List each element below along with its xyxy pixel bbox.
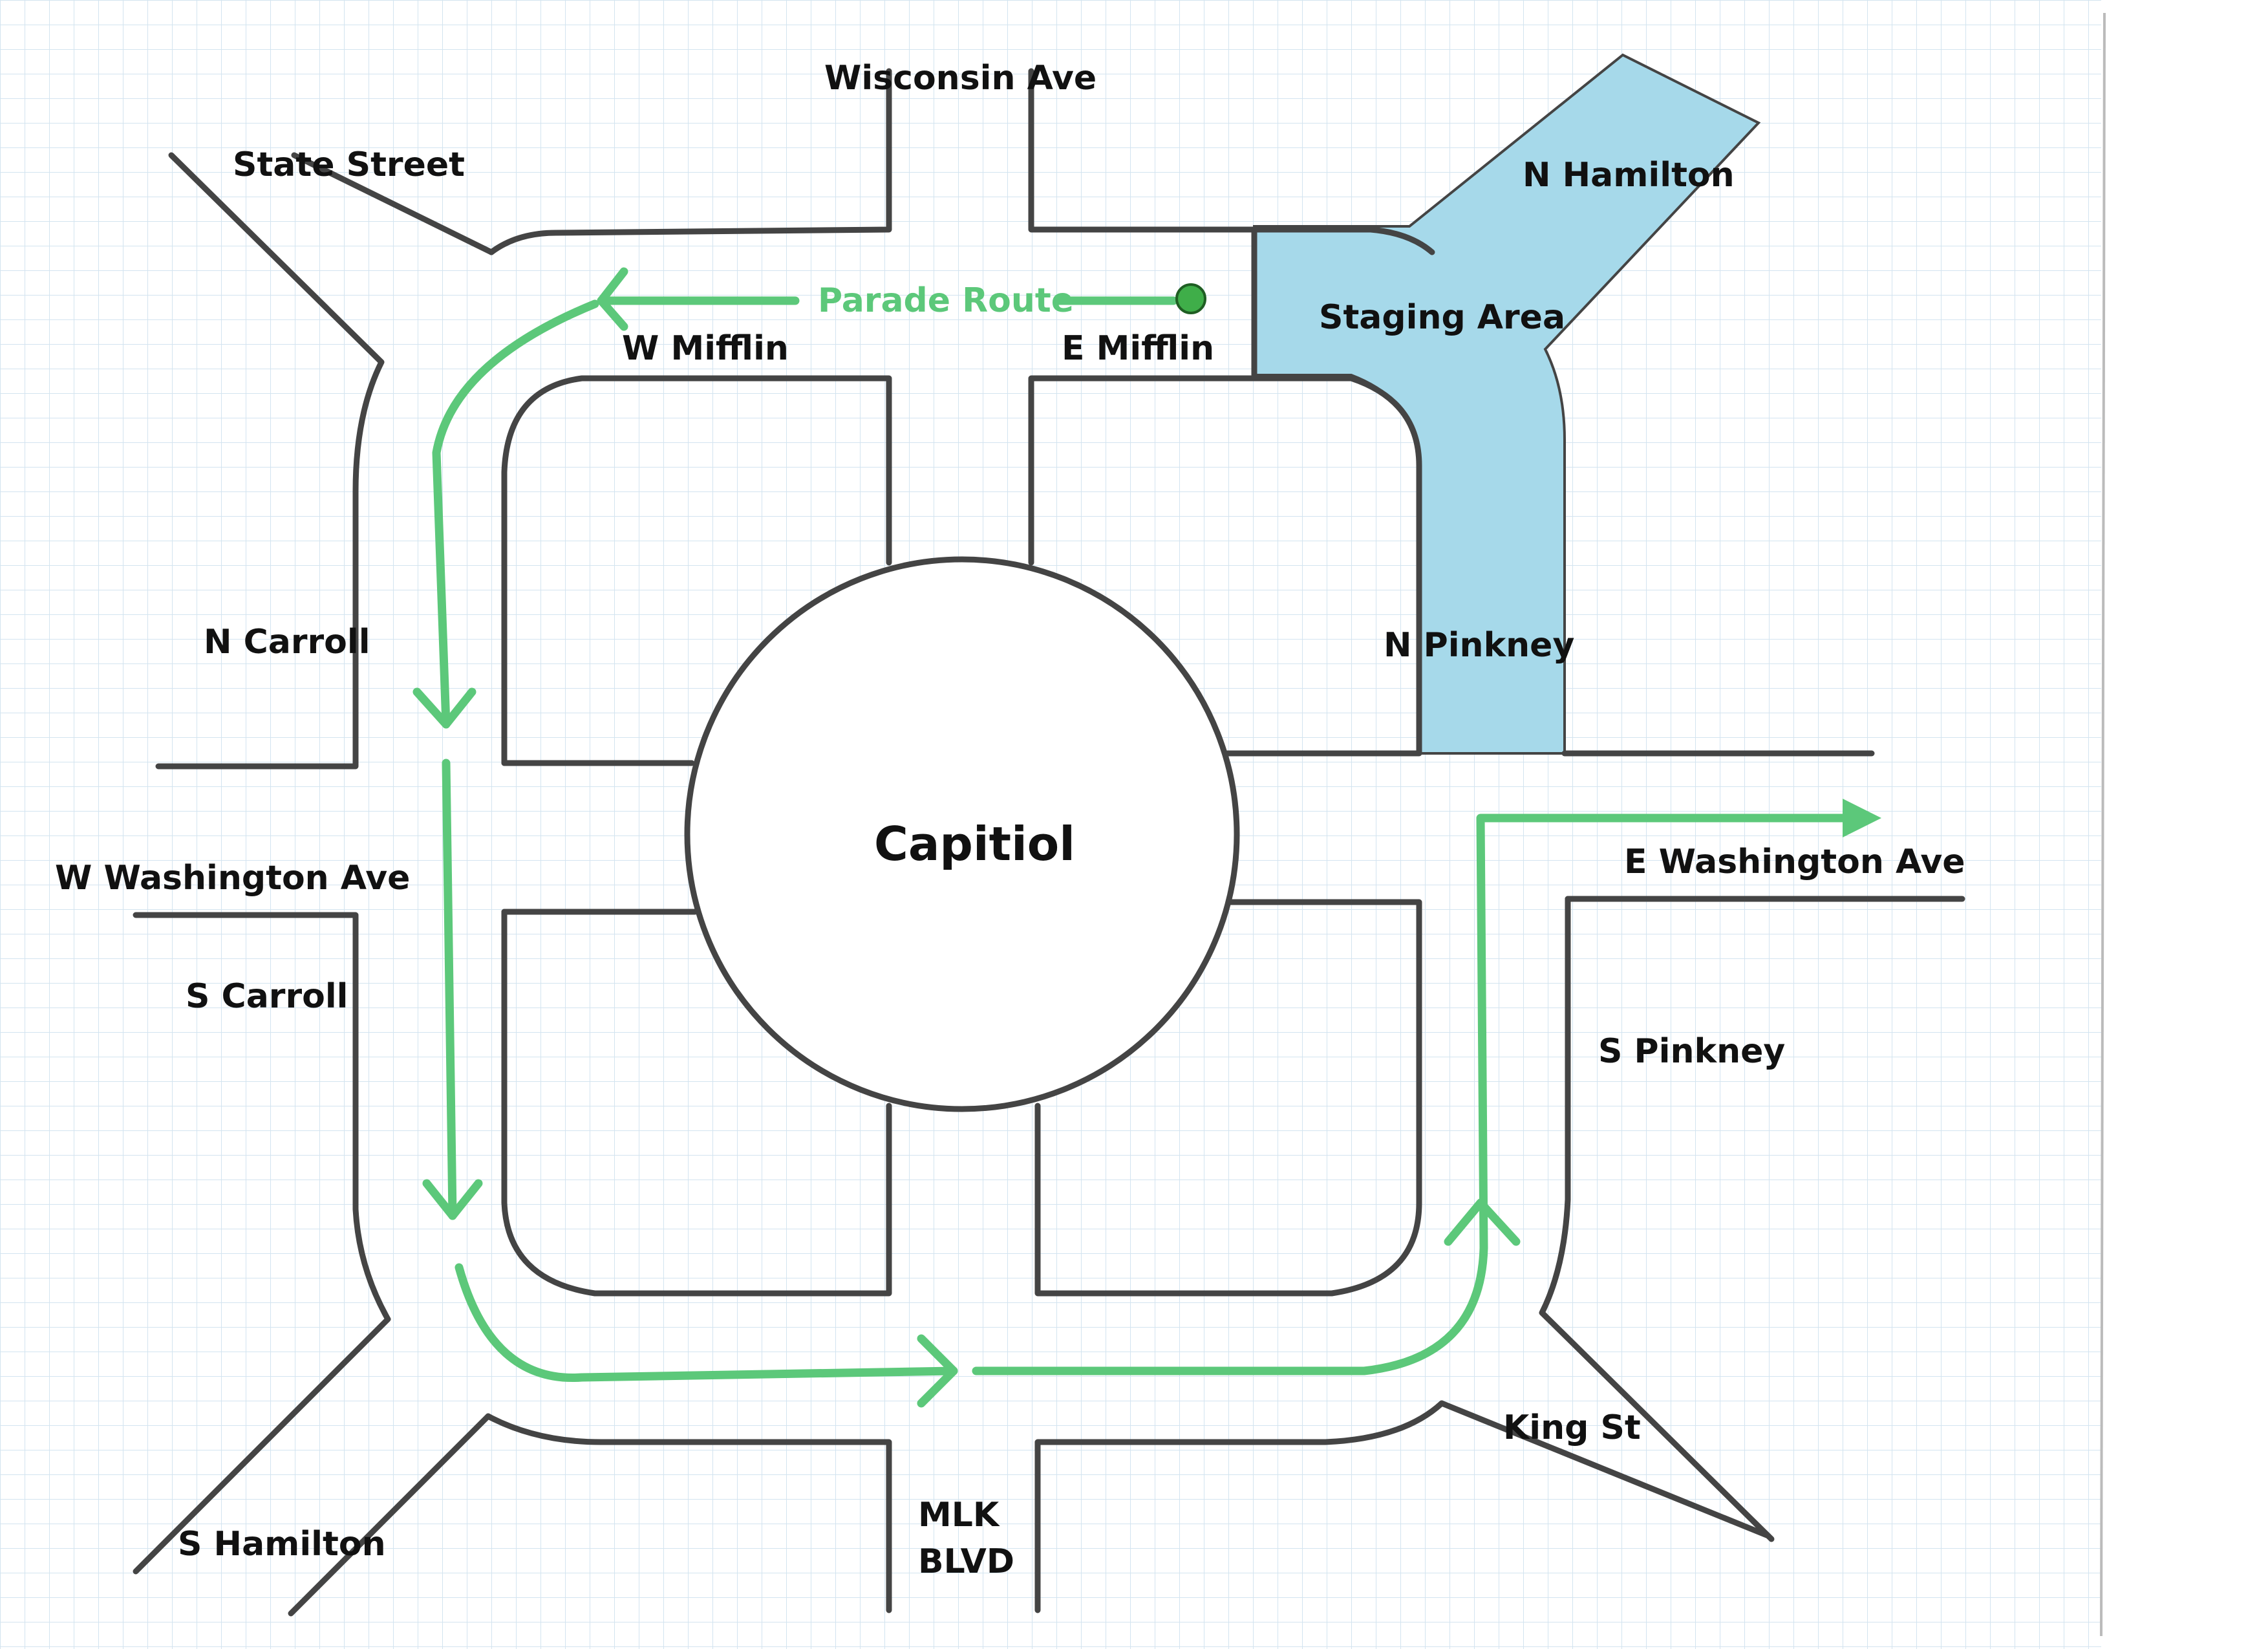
label-w-mifflin: W Mifflin: [622, 329, 789, 368]
label-e-washington-ave: E Washington Ave: [1624, 843, 1965, 881]
label-blvd: BLVD: [918, 1542, 1014, 1581]
label-s-carroll: S Carroll: [186, 977, 348, 1016]
label-mlk: MLK: [918, 1496, 1000, 1535]
label-parade-route: Parade Route: [818, 281, 1074, 320]
label-state-street: State Street: [233, 146, 465, 184]
parade-route-path: [412, 267, 1881, 1408]
route-arrow-north: [1444, 1198, 1521, 1246]
start-marker-dot: [1175, 283, 1206, 314]
label-king-st: King St: [1503, 1408, 1641, 1447]
label-e-mifflin: E Mifflin: [1062, 329, 1214, 368]
label-w-washington-ave: W Washington Ave: [55, 859, 410, 898]
label-n-hamilton: N Hamilton: [1523, 156, 1735, 195]
road-network: [133, 68, 1965, 1617]
label-s-hamilton: S Hamilton: [178, 1525, 386, 1564]
label-n-pinkney: N Pinkney: [1384, 626, 1574, 665]
route-arrow-west: [597, 267, 628, 331]
paper-right-edge: [2100, 12, 2106, 1637]
label-capitol: Capitiol: [874, 817, 1075, 871]
label-wisconsin-ave: Wisconsin Ave: [824, 59, 1097, 98]
label-staging-area: Staging Area: [1319, 298, 1565, 337]
label-n-carroll: N Carroll: [204, 623, 370, 662]
paper-edge: [2101, 0, 2268, 1649]
label-s-pinkney: S Pinkney: [1598, 1032, 1785, 1071]
route-arrow-south-2: [422, 1179, 483, 1220]
route-arrow-end: [1843, 799, 1881, 837]
capitol-circle: [684, 556, 1240, 1112]
route-arrow-south-1: [412, 687, 476, 729]
route-arrow-east: [917, 1334, 958, 1408]
